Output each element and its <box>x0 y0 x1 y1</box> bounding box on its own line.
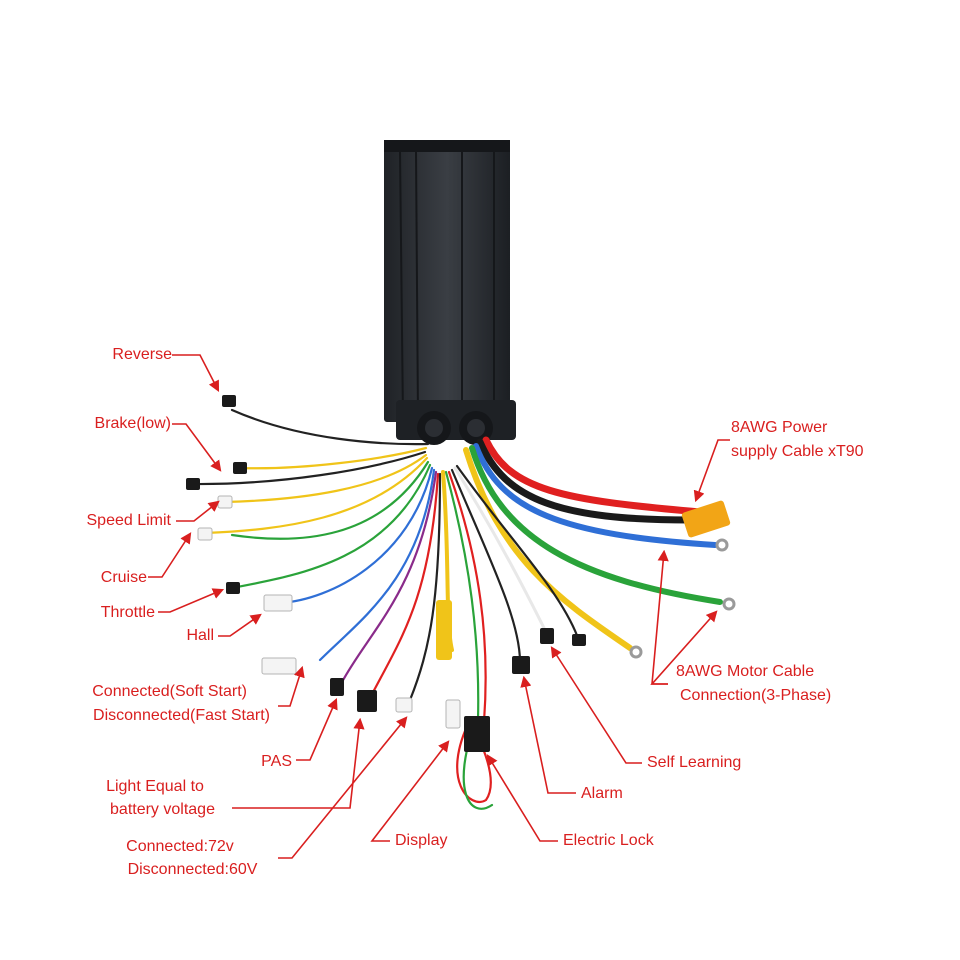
label-motor-cable-2: Connection(3-Phase) <box>680 687 832 704</box>
xt90-connector <box>681 500 731 538</box>
label-hall: Hall <box>186 627 214 644</box>
annotation-arrows <box>148 354 730 859</box>
label-voltage-disconnected: Disconnected:60V <box>127 861 258 878</box>
label-pas: PAS <box>261 753 292 770</box>
label-cruise: Cruise <box>100 569 147 586</box>
cable-glands <box>417 411 493 445</box>
label-display: Display <box>395 832 448 849</box>
label-reverse: Reverse <box>112 346 172 363</box>
label-soft-start-disconnected: Disconnected(Fast Start) <box>93 707 270 724</box>
label-alarm: Alarm <box>581 785 623 802</box>
label-power-cable-2: supply Cable xT90 <box>731 443 864 460</box>
controller-housing <box>384 140 516 440</box>
label-power-cable-1: 8AWG Power <box>731 419 828 436</box>
label-light-1: Light Equal to <box>106 778 204 795</box>
label-electric-lock: Electric Lock <box>563 832 654 849</box>
power-cables <box>463 436 723 651</box>
label-soft-start-connected: Connected(Soft Start) <box>92 683 247 700</box>
label-speed-limit: Speed Limit <box>86 512 172 529</box>
label-self-learning: Self Learning <box>647 754 742 771</box>
label-light-2: battery voltage <box>110 801 215 818</box>
label-motor-cable-1: 8AWG Motor Cable <box>676 663 815 680</box>
white-connectors <box>197 495 461 729</box>
label-voltage-connected: Connected:72v <box>126 838 234 855</box>
signal-connectors <box>186 395 586 752</box>
yellow-sleeve <box>436 600 452 660</box>
label-brake: Brake(low) <box>94 415 171 432</box>
signal-wires <box>188 408 580 810</box>
ring-terminals <box>629 538 736 659</box>
label-throttle: Throttle <box>100 604 155 621</box>
